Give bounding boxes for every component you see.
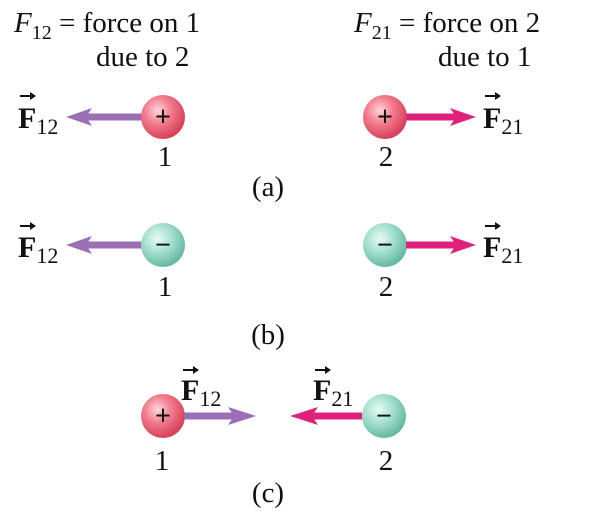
positive-charge-sphere — [141, 95, 185, 139]
header-left: F12 = force on 1 due to 2 — [13, 7, 200, 73]
panel-c-f21-label: F21 — [313, 374, 353, 411]
plus-sign: + — [155, 401, 171, 432]
panel-c: + F12 1 F21 − 2 (c) — [141, 366, 406, 509]
panel-c-f12-label: F12 — [181, 374, 221, 411]
panel-a-vector-label-f12: F12 — [18, 92, 58, 139]
negative-charge-sphere — [363, 223, 407, 267]
panel-b-charge-1-negative: − — [141, 223, 185, 267]
panel-b-force12-arrowhead — [66, 236, 92, 254]
negative-charge-sphere — [141, 223, 185, 267]
negative-charge-sphere — [362, 394, 406, 438]
panel-c-force21-arrowhead — [290, 407, 318, 425]
panel-c-charge-2-negative: − — [362, 394, 406, 438]
panel-c-force12-arrowhead — [228, 407, 256, 425]
header-right-symbol: F — [353, 7, 372, 39]
header-left-symbol: F — [13, 7, 32, 39]
plus-sign: + — [155, 102, 171, 133]
minus-sign: − — [377, 230, 393, 261]
panel-b: F12 − 1 − F21 2 (b) — [18, 222, 523, 351]
panel-b-vector-label-f21: F21 — [483, 222, 523, 268]
panel-a-charge-1-positive: + — [141, 95, 185, 139]
header-right-line2: due to 1 — [438, 41, 531, 73]
panel-a-f12-label: F12 — [18, 102, 58, 139]
panel-c-charge-1-number: 1 — [155, 445, 170, 477]
panel-c-vector-label-f21: F21 — [313, 366, 353, 411]
panel-b-force21-arrowhead — [450, 236, 476, 254]
header-left-line1: F12 = force on 1 — [13, 7, 200, 44]
header-right-line1: F21 = force on 2 — [353, 7, 540, 44]
panel-b-label: (b) — [251, 319, 285, 351]
panel-a-label: (a) — [252, 171, 284, 203]
panel-b-f12-label: F12 — [18, 231, 58, 268]
minus-sign: − — [376, 401, 392, 432]
panel-a-vector-label-f21: F21 — [483, 92, 523, 139]
header-right-text: = force on 2 — [392, 7, 540, 39]
panel-a: F12 + 1 + F21 2 (a) — [18, 92, 523, 203]
panel-b-charge-2-negative: − — [363, 223, 407, 267]
panel-a-charge-1-number: 1 — [158, 141, 173, 173]
panel-a-charge-2-positive: + — [363, 95, 407, 139]
panel-c-label: (c) — [252, 477, 284, 509]
positive-charge-sphere — [141, 394, 185, 438]
header-right: F21 = force on 2 due to 1 — [353, 7, 540, 73]
panel-b-vector-label-f12: F12 — [18, 222, 58, 268]
header-left-subscript: 12 — [32, 22, 52, 44]
header-left-text: = force on 1 — [52, 7, 200, 39]
panel-c-charge-1-positive: + — [141, 394, 185, 438]
panel-b-charge-1-number: 1 — [158, 271, 173, 303]
positive-charge-sphere — [363, 95, 407, 139]
panel-b-charge-2-number: 2 — [379, 271, 394, 303]
panel-a-f21-label: F21 — [483, 102, 523, 139]
panel-c-charge-2-number: 2 — [379, 445, 394, 477]
panel-b-f21-label: F21 — [483, 231, 523, 268]
minus-sign: − — [155, 230, 171, 261]
panel-a-force21-arrowhead — [450, 108, 476, 126]
panel-c-vector-label-f12: F12 — [181, 366, 221, 411]
panel-a-charge-2-number: 2 — [379, 141, 394, 173]
header-right-subscript: 21 — [372, 22, 392, 44]
header-left-line2: due to 2 — [96, 41, 189, 73]
panel-a-force12-arrowhead — [66, 108, 92, 126]
plus-sign: + — [377, 102, 393, 133]
